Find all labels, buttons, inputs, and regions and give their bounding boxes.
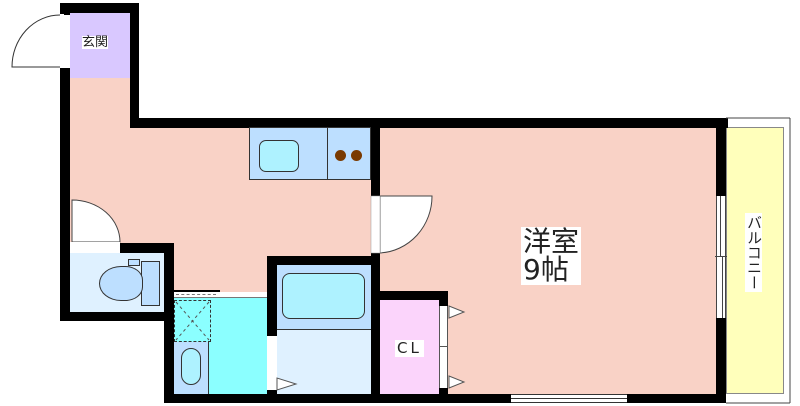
wall-toilet-right: [164, 243, 174, 403]
stove-burner-icon: [351, 150, 362, 161]
toilet-door-swing-icon: [71, 199, 121, 243]
wall-right-lower: [716, 318, 726, 403]
wall-kitchen-top: [130, 118, 728, 128]
washroom-opening: [174, 292, 267, 298]
wall-closet-top: [371, 291, 448, 300]
arrow-icon: [448, 375, 466, 389]
wall-room-divider-upper: [371, 118, 380, 196]
room-door-swing-icon: [379, 195, 433, 254]
entrance-label: 玄関: [82, 35, 109, 50]
balcony-sliding-door[interactable]: [715, 196, 727, 318]
wall-bath-top: [267, 256, 380, 265]
washing-machine-space: [174, 300, 211, 342]
entrance-door-swing-icon: [11, 14, 61, 68]
wall-toilet-bottom: [60, 312, 174, 321]
balcony-label: バルコニー: [745, 213, 763, 292]
toilet-lid: [128, 259, 140, 266]
western-room-size: 9帖: [523, 253, 569, 286]
stove-divider: [327, 127, 328, 180]
western-room-label: 洋室 9帖: [521, 225, 582, 286]
wall-entrance-top: [60, 3, 138, 13]
wall-left-main: [60, 68, 70, 320]
wall-entrance-right: [130, 3, 139, 128]
wall-closet-right: [439, 291, 448, 306]
wall-room-divider-lower: [371, 253, 380, 403]
corridor-floor: [70, 78, 130, 126]
western-room-name: 洋室: [523, 225, 580, 258]
wall-bath-left: [267, 256, 277, 336]
wall-closet-right-bottom: [439, 388, 448, 403]
arrow-icon: [276, 377, 298, 391]
wash-basin-bowl: [181, 348, 201, 385]
bathtub-basin: [282, 273, 365, 319]
kitchen-sink[interactable]: [259, 140, 299, 172]
wall-bottom-wet: [164, 394, 380, 403]
bathroom-door[interactable]: [267, 336, 277, 390]
wall-toilet-top: [118, 243, 174, 253]
wall-bottom-room-right: [627, 394, 726, 403]
toilet-bowl[interactable]: [99, 266, 143, 301]
wall-right: [716, 118, 726, 196]
stove-burner-icon: [335, 150, 346, 161]
closet-label: CL: [395, 339, 424, 357]
wall-washroom-top: [174, 290, 220, 293]
arrow-icon: [448, 305, 466, 319]
wall-left-upper: [60, 3, 70, 15]
window-bottom: [511, 394, 627, 403]
closet-door[interactable]: [439, 306, 448, 388]
